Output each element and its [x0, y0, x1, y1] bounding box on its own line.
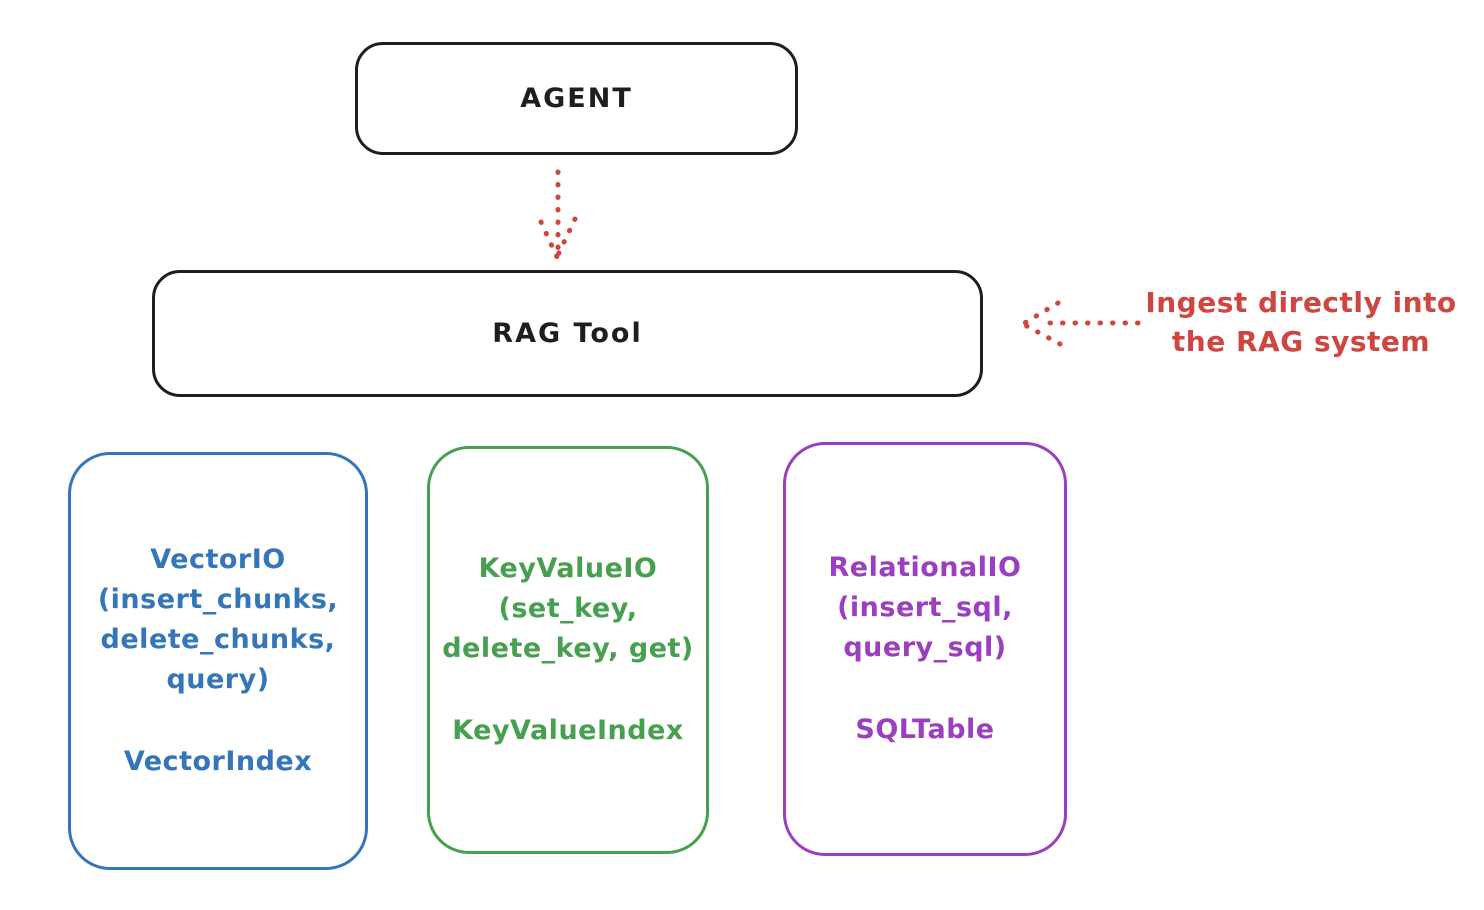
vector-io-box: VectorIO (insert_chunks, delete_chunks, … [68, 452, 368, 870]
ingest-annotation: Ingest directly into the RAG system [1145, 286, 1457, 358]
relational-io-box: RelationalIO (insert_sql, query_sql) SQL… [783, 442, 1067, 856]
vector-index-label: VectorIndex [123, 746, 313, 777]
sql-table-label: SQLTable [855, 714, 995, 745]
agent-to-ragtool-arrow [538, 169, 578, 260]
keyvalue-index-label: KeyValueIndex [452, 715, 684, 746]
rag-tool-label: RAG Tool [492, 318, 643, 349]
agent-label: AGENT [520, 83, 633, 114]
relational-io-body: RelationalIO (insert_sql, query_sql) [828, 552, 1022, 663]
keyvalue-io-box: KeyValueIO (set_key, delete_key, get) Ke… [427, 446, 709, 854]
keyvalue-io-body: KeyValueIO (set_key, delete_key, get) [442, 553, 694, 664]
rag-tool-box: RAG Tool [152, 270, 983, 397]
agent-box: AGENT [355, 42, 798, 155]
ingest-arrow [1020, 300, 1141, 347]
vector-io-body: VectorIO (insert_chunks, delete_chunks, … [97, 544, 339, 695]
